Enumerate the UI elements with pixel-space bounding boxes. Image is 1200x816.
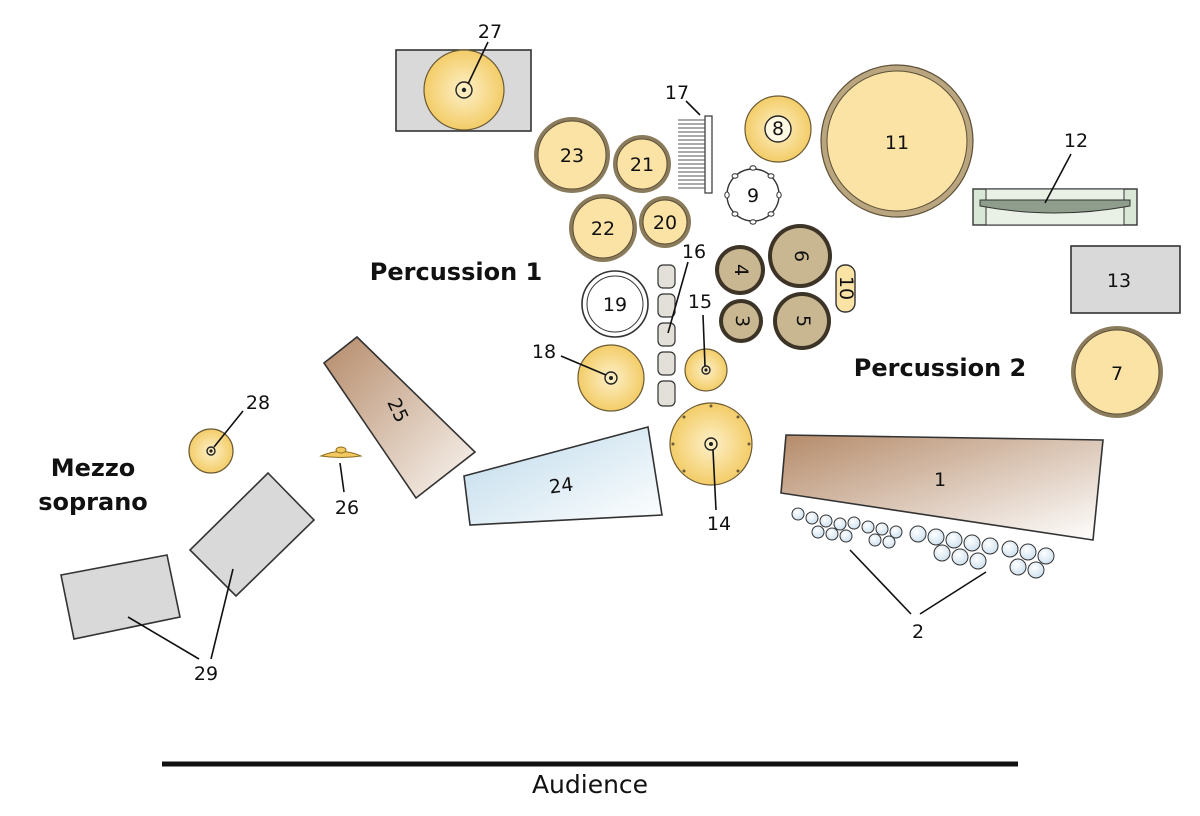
instrument-8-cymbal: 8 — [744, 95, 812, 163]
instrument-18-label: 18 — [532, 341, 556, 363]
instrument-6-label: 6 — [790, 250, 812, 262]
instrument-19-drum: 19 — [581, 270, 649, 338]
instrument-11-bass-drum: 11 — [820, 64, 974, 218]
instrument-15-leader — [702, 314, 706, 367]
instrument-25-xylophone: 25 — [322, 335, 477, 500]
instrument-7-label: 7 — [1111, 363, 1123, 385]
instrument-11-label: 11 — [885, 132, 909, 154]
instrument-16-label: 16 — [682, 241, 706, 263]
instrument-5-label: 5 — [792, 315, 814, 327]
instrument-10-label: 10 — [835, 276, 857, 300]
audience-label: Audience — [532, 770, 648, 799]
instrument-12-leader — [1044, 153, 1072, 204]
instrument-8-label: 8 — [772, 118, 784, 140]
instrument-20-drum: 20 — [639, 196, 691, 248]
instrument-17-leader — [685, 100, 701, 116]
instrument-2-glasses — [791, 507, 1055, 579]
instrument-1-label: 1 — [934, 469, 946, 491]
instrument-14-label: 14 — [707, 513, 731, 535]
instrument-4-tom: 4 — [715, 245, 765, 295]
instrument-18-leader — [560, 355, 607, 376]
instrument-3-label: 3 — [731, 315, 753, 327]
instrument-27-center — [461, 87, 467, 93]
instrument-12-label: 12 — [1064, 130, 1088, 152]
instrument-2-leader-b — [919, 571, 987, 615]
section-label-mezzo-line1: Mezzo — [51, 454, 136, 482]
instrument-15-label: 15 — [688, 291, 712, 313]
instrument-16-blocks: 16 — [657, 241, 706, 407]
instrument-4-label: 4 — [730, 264, 752, 276]
instrument-17-rack: 17 — [665, 82, 713, 194]
instrument-28-leader — [213, 410, 244, 448]
instrument-5-tom: 5 — [773, 292, 831, 350]
instrument-16-leader — [667, 261, 689, 334]
instrument-27-bell — [455, 81, 473, 99]
instrument-22-label: 22 — [591, 218, 615, 240]
instrument-10-block: 10 — [835, 264, 857, 313]
instrument-27-leader — [467, 41, 489, 85]
instrument-7-drum: 7 — [1071, 326, 1163, 418]
instrument-23-drum: 23 — [534, 117, 610, 193]
section-label-percussion-1: Percussion 1 — [370, 258, 542, 286]
instrument-14-leader — [712, 449, 717, 511]
instrument-27-label: 27 — [478, 21, 502, 43]
section-label-mezzo-line2: soprano — [38, 488, 148, 516]
instrument-29-leader-a — [210, 568, 234, 660]
instrument-9-tambourine: 9 — [724, 165, 782, 225]
instrument-22-drum: 22 — [569, 194, 637, 262]
instrument-17-label: 17 — [665, 82, 689, 104]
instrument-23-label: 23 — [560, 145, 584, 167]
instrument-1-marimba: 1 — [780, 434, 1104, 541]
instrument-19-label: 19 — [603, 294, 627, 316]
instrument-15-cymbal: 15 — [684, 291, 728, 392]
instrument-21-drum: 21 — [613, 135, 671, 193]
instrument-24-vibraphone: 24 — [463, 425, 663, 526]
instrument-27-group: 27 — [395, 21, 532, 132]
instrument-28-label: 28 — [246, 392, 270, 414]
instrument-9-label: 9 — [747, 185, 759, 207]
instrument-3-tom: 3 — [719, 299, 763, 343]
instrument-24-label: 24 — [548, 474, 575, 499]
instrument-29-leader-b — [127, 616, 200, 660]
instrument-2-label: 2 — [912, 621, 924, 643]
instrument-14-cymbal: 14 — [669, 402, 753, 535]
section-label-percussion-2: Percussion 2 — [854, 354, 1026, 382]
instrument-26-leader — [339, 462, 345, 493]
instrument-21-label: 21 — [630, 154, 654, 176]
instrument-13-label: 13 — [1107, 270, 1131, 292]
instrument-26-label: 26 — [335, 497, 359, 519]
instrument-6-tom: 6 — [768, 224, 832, 288]
instrument-28-cymbal: 28 — [188, 392, 270, 474]
instrument-2-leader-a — [849, 549, 912, 615]
instrument-13-case: 13 — [1070, 245, 1181, 314]
instrument-26-cymbal: 26 — [319, 446, 363, 519]
instrument-12-tray: 12 — [972, 130, 1138, 226]
instrument-18-cymbal: 18 — [532, 341, 645, 412]
instrument-29-label: 29 — [194, 663, 218, 685]
instrument-29-cases: 29 — [60, 471, 316, 685]
instrument-20-label: 20 — [653, 212, 677, 234]
